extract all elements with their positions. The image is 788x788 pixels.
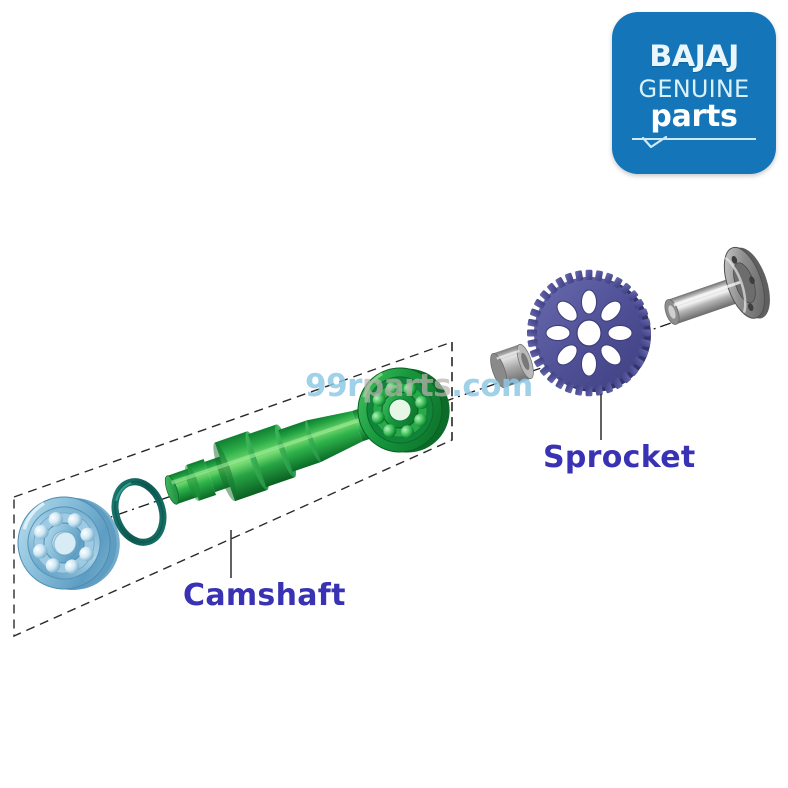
bearing-balls	[371, 381, 429, 439]
sprocket-lightening-holes	[545, 289, 633, 377]
check-icon	[642, 135, 668, 148]
bearing-balls	[33, 512, 95, 574]
logo-parts-text: parts	[650, 98, 738, 134]
logo-underline	[632, 137, 756, 140]
spacer-bush-part	[490, 343, 534, 389]
part-label-camshaft: Camshaft	[183, 578, 346, 613]
o-ring-washer-part	[111, 478, 167, 546]
logo-underline-group	[632, 135, 756, 149]
logo-genuine-text: GENUINE	[638, 74, 750, 103]
sprocket-gear-part	[527, 269, 651, 397]
bajaj-genuine-parts-logo: BAJAJ GENUINE parts	[612, 12, 776, 174]
part-label-sprocket: Sprocket	[543, 440, 696, 475]
ball-bearing-left-part	[17, 496, 120, 590]
shaft-with-flange-part	[664, 246, 770, 325]
logo-brand-text: BAJAJ	[649, 38, 739, 73]
ball-bearing-right-part	[357, 367, 450, 453]
